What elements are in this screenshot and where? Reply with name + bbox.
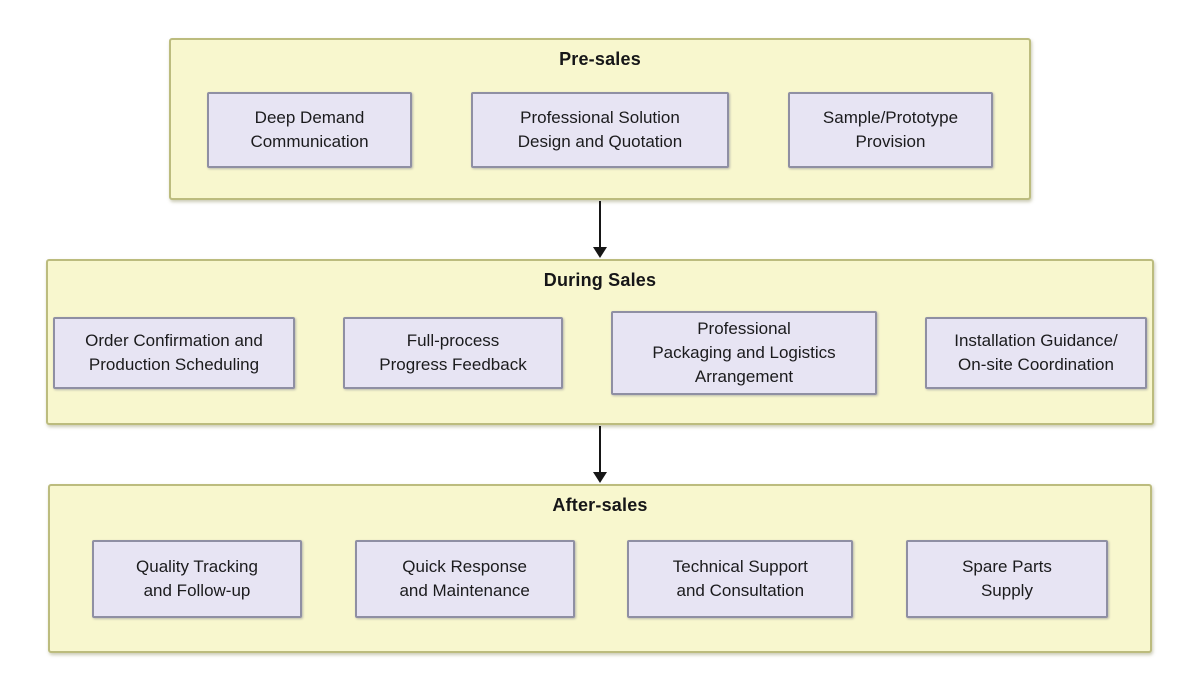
down-arrow-icon — [599, 201, 601, 247]
service-box-solution-design-quotation: Professional Solution Design and Quotati… — [471, 92, 729, 168]
service-box-sample-prototype-provision: Sample/Prototype Provision — [788, 92, 993, 168]
flow-connector-1 — [0, 200, 1200, 259]
stage-during-sales: During Sales Order Confirmation and Prod… — [46, 259, 1154, 425]
service-box-installation-guidance: Installation Guidance/ On-site Coordinat… — [925, 317, 1147, 389]
stage-title-after-sales: After-sales — [552, 495, 648, 515]
service-box-packaging-logistics: Professional Packaging and Logistics Arr… — [611, 311, 877, 395]
service-box-quick-response-maintenance: Quick Response and Maintenance — [354, 539, 575, 618]
stage-pre-sales: Pre-sales Deep Demand Communication Prof… — [169, 38, 1031, 200]
service-box-progress-feedback: Full-process Progress Feedback — [343, 317, 563, 389]
during-sales-boxes-row: Order Confirmation and Production Schedu… — [48, 291, 1152, 423]
service-box-deep-demand-communication: Deep Demand Communication — [207, 92, 412, 168]
flow-connector-2 — [0, 425, 1200, 484]
stage-title-pre-sales: Pre-sales — [559, 49, 641, 69]
after-sales-boxes-row: Quality Tracking and Follow-up Quick Res… — [50, 516, 1150, 651]
down-arrow-icon — [599, 426, 601, 472]
pre-sales-boxes-row: Deep Demand Communication Professional S… — [171, 70, 1029, 198]
stage-title-during-sales: During Sales — [543, 270, 657, 290]
stage-after-sales: After-sales Quality Tracking and Follow-… — [48, 484, 1152, 653]
service-box-order-confirmation-scheduling: Order Confirmation and Production Schedu… — [53, 317, 295, 389]
service-box-quality-tracking: Quality Tracking and Follow-up — [92, 539, 302, 618]
service-box-technical-support: Technical Support and Consultation — [627, 539, 854, 618]
service-box-spare-parts-supply: Spare Parts Supply — [905, 539, 1108, 618]
